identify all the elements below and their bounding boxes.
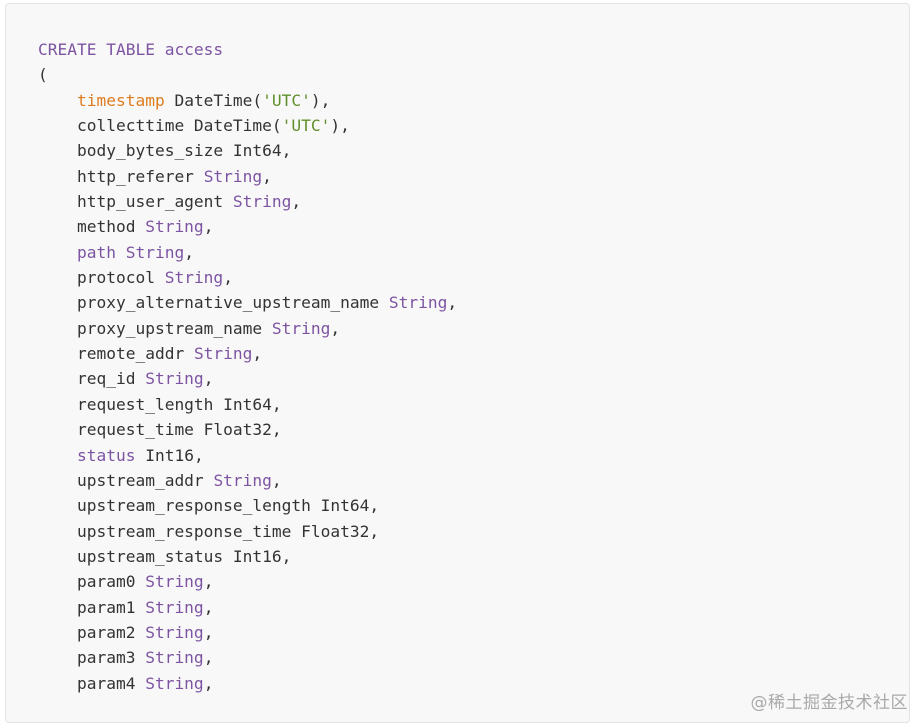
code-token: , xyxy=(252,344,262,363)
code-line: param0 String, xyxy=(38,569,457,594)
code-line: method String, xyxy=(38,214,457,239)
code-token: collecttime DateTime( xyxy=(38,116,282,135)
code-token: DateTime( xyxy=(165,91,262,110)
code-token: , xyxy=(204,217,214,236)
code-token: String xyxy=(145,217,203,236)
code-line: ( xyxy=(38,62,457,87)
code-token: String xyxy=(145,598,203,617)
code-token: , xyxy=(204,623,214,642)
code-token: http_user_agent xyxy=(38,192,233,211)
code-token: String xyxy=(126,243,184,262)
code-token: method xyxy=(38,217,145,236)
code-line: upstream_status Int16, xyxy=(38,544,457,569)
code-token: , xyxy=(204,369,214,388)
code-token: param1 xyxy=(38,598,145,617)
code-token: , xyxy=(204,572,214,591)
code-line: collecttime DateTime('UTC'), xyxy=(38,113,457,138)
code-line: request_length Int64, xyxy=(38,392,457,417)
code-token: String xyxy=(233,192,291,211)
code-token: String xyxy=(145,674,203,693)
code-token: param3 xyxy=(38,648,145,667)
code-token xyxy=(38,446,77,465)
code-line: upstream_response_time Float32, xyxy=(38,519,457,544)
code-token: proxy_upstream_name xyxy=(38,319,272,338)
code-token: String xyxy=(204,167,262,186)
code-line: param1 String, xyxy=(38,595,457,620)
code-token: upstream_response_length Int64, xyxy=(38,496,379,515)
code-token: String xyxy=(389,293,447,312)
code-token: req_id xyxy=(38,369,145,388)
code-line: param4 String, xyxy=(38,671,457,696)
code-line: proxy_upstream_name String, xyxy=(38,316,457,341)
code-token: String xyxy=(213,471,271,490)
code-line: CREATE TABLE access xyxy=(38,37,457,62)
code-token: body_bytes_size Int64, xyxy=(38,141,291,160)
code-token: timestamp xyxy=(77,91,165,110)
code-token: , xyxy=(204,598,214,617)
code-token: ( xyxy=(38,65,48,84)
code-token: , xyxy=(223,268,233,287)
code-token: , xyxy=(272,471,282,490)
code-line: req_id String, xyxy=(38,366,457,391)
code-token xyxy=(38,91,77,110)
code-line: request_time Float32, xyxy=(38,417,457,442)
code-token: , xyxy=(262,167,272,186)
code-line: upstream_response_length Int64, xyxy=(38,493,457,518)
code-token: 'UTC' xyxy=(282,116,331,135)
code-token: param0 xyxy=(38,572,145,591)
code-line: protocol String, xyxy=(38,265,457,290)
code-line: param2 String, xyxy=(38,620,457,645)
code-token: upstream_addr xyxy=(38,471,213,490)
code-token: String xyxy=(165,268,223,287)
code-token: path xyxy=(77,243,116,262)
code-token: , xyxy=(204,674,214,693)
code-token: upstream_response_time Float32, xyxy=(38,522,379,541)
code-token: ), xyxy=(311,91,331,110)
code-token: String xyxy=(194,344,252,363)
code-token: Int16, xyxy=(135,446,203,465)
code-line: http_referer String, xyxy=(38,164,457,189)
code-content: CREATE TABLE access ( timestamp DateTime(… xyxy=(38,37,457,696)
code-line: param3 String, xyxy=(38,645,457,670)
code-token: request_time Float32, xyxy=(38,420,282,439)
code-token: 'UTC' xyxy=(262,91,311,110)
code-token: , xyxy=(330,319,340,338)
code-token: protocol xyxy=(38,268,165,287)
code-line: timestamp DateTime('UTC'), xyxy=(38,88,457,113)
code-token: remote_addr xyxy=(38,344,194,363)
code-line: remote_addr String, xyxy=(38,341,457,366)
code-token xyxy=(116,243,126,262)
code-token: ), xyxy=(330,116,350,135)
code-token: CREATE TABLE access xyxy=(38,40,223,59)
code-token xyxy=(38,243,77,262)
code-line: path String, xyxy=(38,240,457,265)
code-token: String xyxy=(145,648,203,667)
code-token: proxy_alternative_upstream_name xyxy=(38,293,389,312)
code-line: upstream_addr String, xyxy=(38,468,457,493)
code-line: body_bytes_size Int64, xyxy=(38,138,457,163)
code-token: String xyxy=(145,623,203,642)
code-token: , xyxy=(447,293,457,312)
code-line: http_user_agent String, xyxy=(38,189,457,214)
code-line: status Int16, xyxy=(38,443,457,468)
code-block: CREATE TABLE access ( timestamp DateTime(… xyxy=(5,3,910,723)
code-line: proxy_alternative_upstream_name String, xyxy=(38,290,457,315)
code-token: param2 xyxy=(38,623,145,642)
code-token: , xyxy=(184,243,194,262)
code-token: String xyxy=(145,369,203,388)
code-token: String xyxy=(145,572,203,591)
watermark: @稀土掘金技术社区 xyxy=(751,688,909,713)
code-token: , xyxy=(291,192,301,211)
code-token: param4 xyxy=(38,674,145,693)
code-token: status xyxy=(77,446,135,465)
code-token: upstream_status Int16, xyxy=(38,547,291,566)
code-token: String xyxy=(272,319,330,338)
code-token: request_length Int64, xyxy=(38,395,282,414)
code-token: http_referer xyxy=(38,167,204,186)
code-token: , xyxy=(204,648,214,667)
